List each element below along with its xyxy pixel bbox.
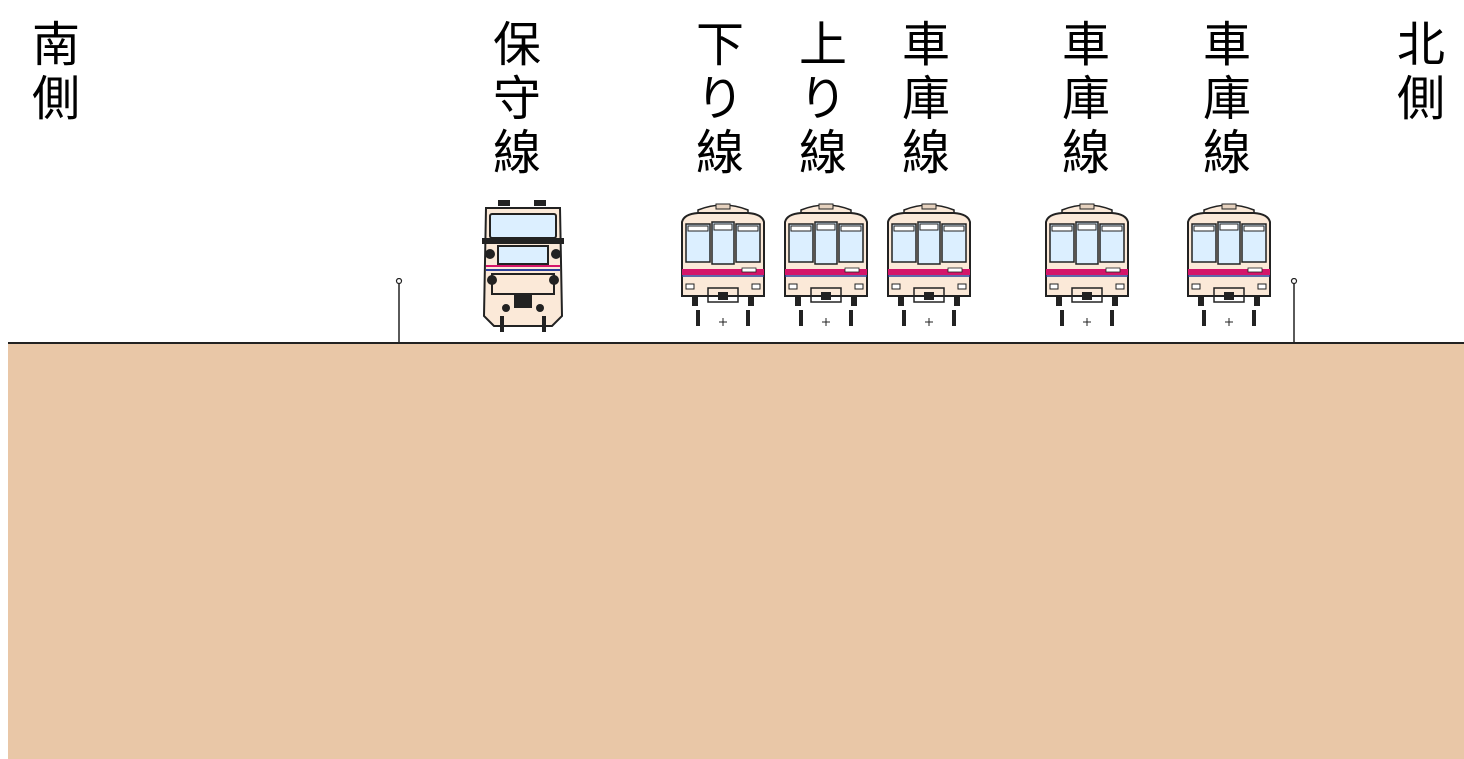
label-north: 北側 — [1397, 17, 1446, 127]
label-south: 南側 — [32, 17, 81, 127]
label-up-track: 上り線 — [799, 17, 848, 181]
label-depot-track-1: 車庫線 — [902, 17, 951, 181]
ground-section — [8, 342, 1464, 759]
label-depot-track-3: 車庫線 — [1203, 17, 1252, 181]
label-down-track: 下り線 — [696, 17, 745, 181]
commuter-train-icon — [1045, 203, 1129, 326]
commuter-train-icon — [681, 203, 765, 326]
label-depot-track-2: 車庫線 — [1062, 17, 1111, 181]
commuter-train-icon — [784, 203, 868, 326]
maintenance-train-icon — [482, 200, 564, 332]
label-maintenance-track: 保守線 — [493, 17, 542, 181]
catenary-pole-icon — [1290, 278, 1298, 344]
commuter-train-icon — [1187, 203, 1271, 326]
commuter-train-icon — [887, 203, 971, 326]
catenary-pole-icon — [395, 278, 403, 344]
